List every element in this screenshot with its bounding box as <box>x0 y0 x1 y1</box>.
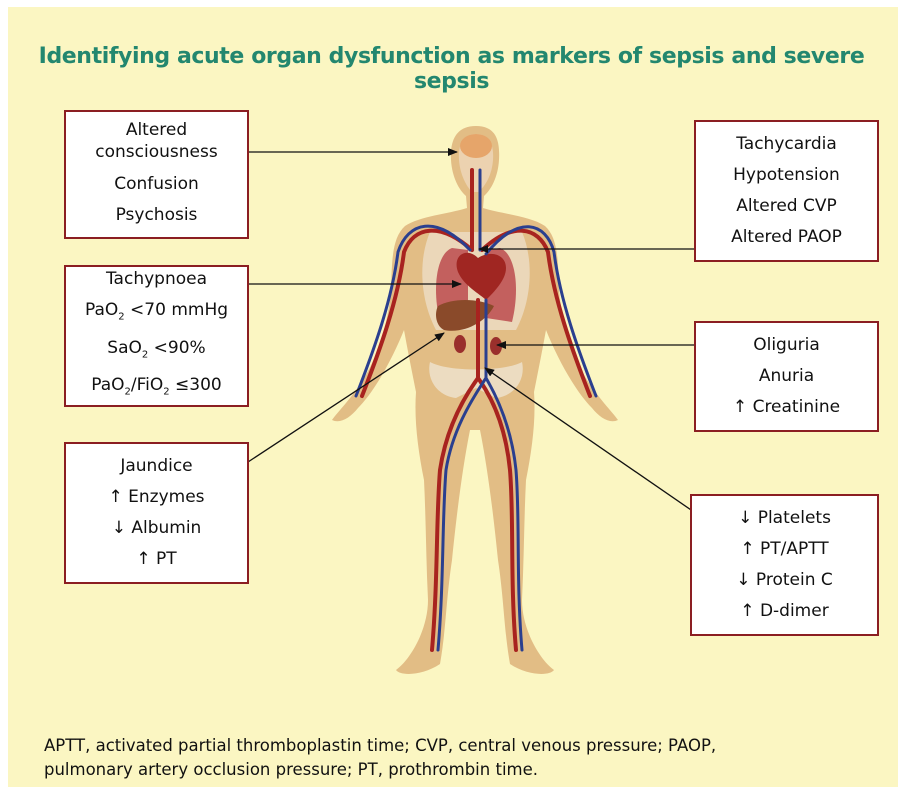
neuro-line: consciousness <box>95 141 217 163</box>
footnote-line: pulmonary artery occlusion pressure; PT,… <box>44 758 864 782</box>
hepatic-line: Jaundice <box>120 451 192 482</box>
kidney-icon <box>454 335 466 353</box>
respiratory-line: PaO2/FiO2 ≤300 <box>91 370 222 407</box>
kidney-icon <box>490 337 502 355</box>
hepatic-line: ↑ PT <box>136 544 176 575</box>
coagulation-box: ↓ Platelets ↑ PT/APTT ↓ Protein C ↑ D-di… <box>690 494 879 636</box>
coagulation-line: ↓ Platelets <box>738 503 831 534</box>
neuro-line: Psychosis <box>116 200 198 231</box>
body-silhouette <box>332 126 618 674</box>
cardio-line: Altered CVP <box>736 191 837 222</box>
respiratory-line: PaO2 <70 mmHg <box>85 295 228 332</box>
coagulation-line: ↑ D-dimer <box>740 596 828 627</box>
renal-line: Anuria <box>759 361 814 392</box>
renal-line: Oliguria <box>753 330 820 361</box>
neuro-line: Altered <box>126 119 187 141</box>
footnote-line: APTT, activated partial thromboplastin t… <box>44 734 864 758</box>
respiratory-line: SaO2 <90% <box>107 333 205 370</box>
coagulation-line: ↓ Protein C <box>736 565 833 596</box>
footnote: APTT, activated partial thromboplastin t… <box>44 734 864 782</box>
brain-icon <box>460 134 492 158</box>
cardio-box: Tachycardia Hypotension Altered CVP Alte… <box>694 120 879 262</box>
cardio-line: Altered PAOP <box>731 222 842 253</box>
neuro-box: Altered consciousness Confusion Psychosi… <box>64 110 249 239</box>
hepatic-line: ↑ Enzymes <box>108 482 204 513</box>
hepatic-line: ↓ Albumin <box>112 513 202 544</box>
renal-box: Oliguria Anuria ↑ Creatinine <box>694 321 879 432</box>
arrow-hepatic <box>248 333 444 462</box>
respiratory-box: Tachypnoea PaO2 <70 mmHg SaO2 <90% PaO2/… <box>64 265 249 407</box>
cardio-line: Hypotension <box>733 160 840 191</box>
cardio-line: Tachycardia <box>736 129 837 160</box>
neuro-line: Confusion <box>114 169 199 200</box>
coagulation-line: ↑ PT/APTT <box>740 534 828 565</box>
hepatic-box: Jaundice ↑ Enzymes ↓ Albumin ↑ PT <box>64 442 249 584</box>
respiratory-line: Tachypnoea <box>106 264 207 295</box>
renal-line: ↑ Creatinine <box>733 392 840 423</box>
